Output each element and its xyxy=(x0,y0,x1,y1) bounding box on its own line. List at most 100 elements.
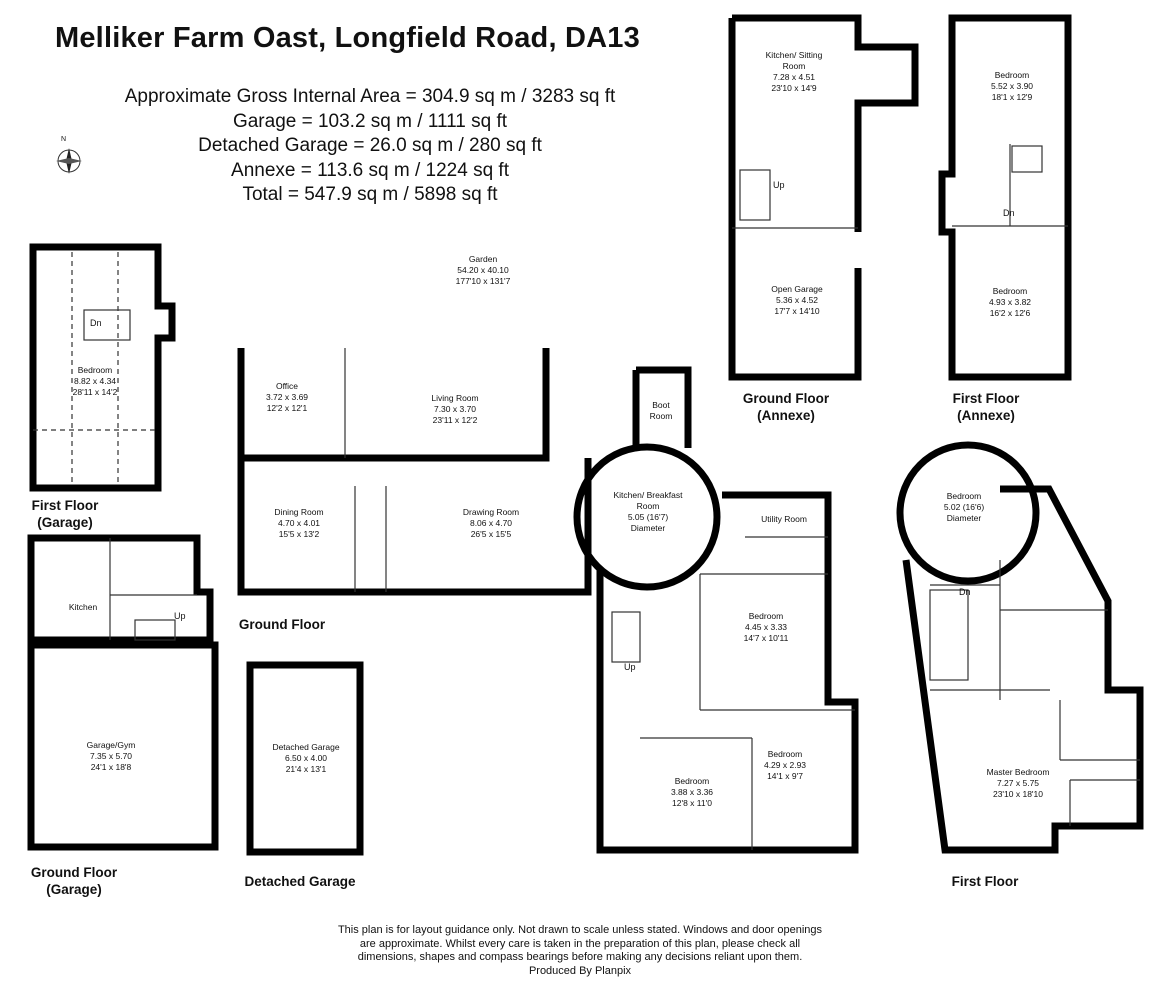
room-label-detached-garage: Detached Garage 6.50 x 4.00 21'4 x 13'1 xyxy=(272,742,339,775)
gf-wing-walls xyxy=(596,491,859,854)
room-name: Open Garage xyxy=(771,284,823,294)
stair-up-annexe: Up xyxy=(773,180,785,190)
annexe-ff-shower xyxy=(1011,145,1043,173)
floor-label-line: First Floor xyxy=(31,498,99,513)
page-title: Melliker Farm Oast, Longfield Road, DA13 xyxy=(55,22,640,54)
disclaimer-line: This plan is for layout guidance only. N… xyxy=(337,924,823,936)
floor-label-first-floor-annexe: First Floor (Annexe) xyxy=(953,390,1020,424)
disclaimer-credit: Produced By Planpix xyxy=(528,964,632,977)
floor-label-line: Detached Garage xyxy=(244,874,356,889)
gf-office-living-walls xyxy=(237,348,550,462)
room-label-garage-bedroom: Bedroom 8.82 x 4.34 28'11 x 14'2 xyxy=(73,365,118,398)
floor-label-line: (Garage) xyxy=(37,515,93,530)
room-dims-metric: 5.05 (16'7) xyxy=(627,512,669,522)
room-dims-metric: 8.06 x 4.70 xyxy=(469,518,513,528)
room-label-kitchen-breakfast: Kitchen/ Breakfast Room 5.05 (16'7) Diam… xyxy=(608,490,688,534)
floor-label-detached-garage: Detached Garage xyxy=(244,873,355,890)
detached-garage-walls xyxy=(246,661,364,856)
ff-wing-walls xyxy=(902,485,1144,854)
room-dims-metric: 7.27 x 5.75 xyxy=(996,778,1040,788)
room-dims-imperial: 16'2 x 12'6 xyxy=(989,308,1031,318)
floor-label-line: Ground Floor xyxy=(30,865,118,880)
floor-label-line: (Annexe) xyxy=(757,408,815,423)
room-dims-imperial: 21'4 x 13'1 xyxy=(285,764,327,774)
room-dims-imperial: 15'5 x 13'2 xyxy=(278,529,320,539)
room-name: Bedroom xyxy=(77,365,113,375)
room-dims-metric: 4.70 x 4.01 xyxy=(277,518,321,528)
room-dims-metric: 3.72 x 3.69 xyxy=(265,392,309,402)
gf-stairs xyxy=(611,611,641,663)
floor-label-ground-floor-garage: Ground Floor (Garage) xyxy=(31,864,117,898)
floor-label-line: First Floor xyxy=(951,874,1019,889)
room-name: Drawing Room xyxy=(462,507,520,517)
room-name: Dining Room xyxy=(274,507,324,517)
floor-label-line: (Garage) xyxy=(46,882,102,897)
area-line-gross: Approximate Gross Internal Area = 304.9 … xyxy=(124,86,616,107)
ff-garage-stairs xyxy=(83,309,131,341)
room-dims-imperial: 24'1 x 18'8 xyxy=(90,762,132,772)
compass-north-label: N xyxy=(61,136,67,143)
area-line-garage: Garage = 103.2 sq m / 1111 sq ft xyxy=(232,110,508,132)
garden-name: Garden xyxy=(468,254,498,264)
room-dims-metric: 3.88 x 3.36 xyxy=(670,787,714,797)
room-label-living-room: Living Room 7.30 x 3.70 23'11 x 12'2 xyxy=(431,393,478,426)
stair-up-garage: Up xyxy=(174,611,186,621)
stair-dn-ff-garage: Dn xyxy=(90,318,102,328)
room-label-garage-gym: Garage/Gym 7.35 x 5.70 24'1 x 18'8 xyxy=(87,740,136,773)
room-label-annexe-bedroom-2: Bedroom 4.93 x 3.82 16'2 x 12'6 xyxy=(989,286,1031,319)
stair-up-main: Up xyxy=(624,662,636,672)
area-line-detached-garage: Detached Garage = 26.0 sq m / 280 sq ft xyxy=(198,135,542,156)
room-dims-imperial: 14'7 x 10'11 xyxy=(743,633,789,643)
room-name: Living Room xyxy=(431,393,479,403)
room-dims-metric: 5.52 x 3.90 xyxy=(990,81,1034,91)
ff-garage-walls xyxy=(29,243,176,492)
room-name: Bedroom xyxy=(674,776,710,786)
room-label-garage-kitchen: Kitchen xyxy=(69,602,97,613)
disclaimer: This plan is for layout guidance only. N… xyxy=(300,924,860,978)
room-name: Bedroom xyxy=(767,749,803,759)
room-name: Bedroom xyxy=(748,611,784,621)
room-name: Garage/Gym xyxy=(86,740,136,750)
floor-label-ground-floor: Ground Floor xyxy=(239,616,325,633)
disclaimer-line: dimensions, shapes and compass bearings … xyxy=(357,951,803,963)
floor-label-ground-floor-annexe: Ground Floor (Annexe) xyxy=(743,390,829,424)
room-label-drawing-room: Drawing Room 8.06 x 4.70 26'5 x 15'5 xyxy=(463,507,519,540)
room-dims-imperial: 14'1 x 9'7 xyxy=(767,771,803,781)
ff-stairs xyxy=(929,589,969,681)
room-label-gf-bedroom-1: Bedroom 4.45 x 3.33 14'7 x 10'11 xyxy=(744,611,789,644)
floor-label-line: First Floor xyxy=(952,391,1020,406)
room-label-office: Office 3.72 x 3.69 12'2 x 12'1 xyxy=(266,381,308,414)
room-label-dining-room: Dining Room 4.70 x 4.01 15'5 x 13'2 xyxy=(274,507,323,540)
room-dims-metric: 7.28 x 4.51 xyxy=(772,72,816,82)
room-dims-metric: 4.29 x 2.93 xyxy=(763,760,807,770)
room-dims-imperial: 18'1 x 12'9 xyxy=(991,92,1033,102)
disclaimer-line: are approximate. Whilst every care is ta… xyxy=(359,937,801,950)
room-name: Kitchen xyxy=(68,602,98,612)
room-label-open-garage: Open Garage 5.36 x 4.52 17'7 x 14'10 xyxy=(771,284,823,317)
annexe-gf-walls xyxy=(728,14,919,381)
room-label-boot-room: Boot Room xyxy=(646,400,676,422)
floor-label-first-floor-garage: First Floor (Garage) xyxy=(32,497,99,531)
room-dims-imperial: 26'5 x 15'5 xyxy=(470,529,512,539)
room-name: Bedroom xyxy=(992,286,1028,296)
stair-dn-annexe: Dn xyxy=(1003,208,1015,218)
annexe-ff-walls xyxy=(938,14,1072,381)
gf-dining-drawing-walls xyxy=(237,458,592,596)
area-line-total: Total = 547.9 sq m / 5898 sq ft xyxy=(242,184,498,205)
compass-icon: N xyxy=(55,136,83,178)
room-label-gf-bedroom-2: Bedroom 4.29 x 2.93 14'1 x 9'7 xyxy=(764,749,806,782)
room-dims-metric: 6.50 x 4.00 xyxy=(284,753,328,763)
floor-label-line: (Annexe) xyxy=(957,408,1015,423)
room-label-ff-round-bedroom: Bedroom 5.02 (16'6) Diameter xyxy=(944,491,984,524)
room-dims-imperial: Diameter xyxy=(630,523,666,533)
room-label-utility-room: Utility Room xyxy=(761,514,807,525)
room-name: Utility Room xyxy=(761,514,807,524)
boot-room-walls xyxy=(632,366,692,448)
room-name: Boot Room xyxy=(649,400,673,421)
annexe-gf-stairs xyxy=(739,169,771,221)
room-dims-imperial: 12'2 x 12'1 xyxy=(266,403,308,413)
room-dims-imperial: 17'7 x 14'10 xyxy=(774,306,820,316)
room-name: Detached Garage xyxy=(272,742,340,752)
